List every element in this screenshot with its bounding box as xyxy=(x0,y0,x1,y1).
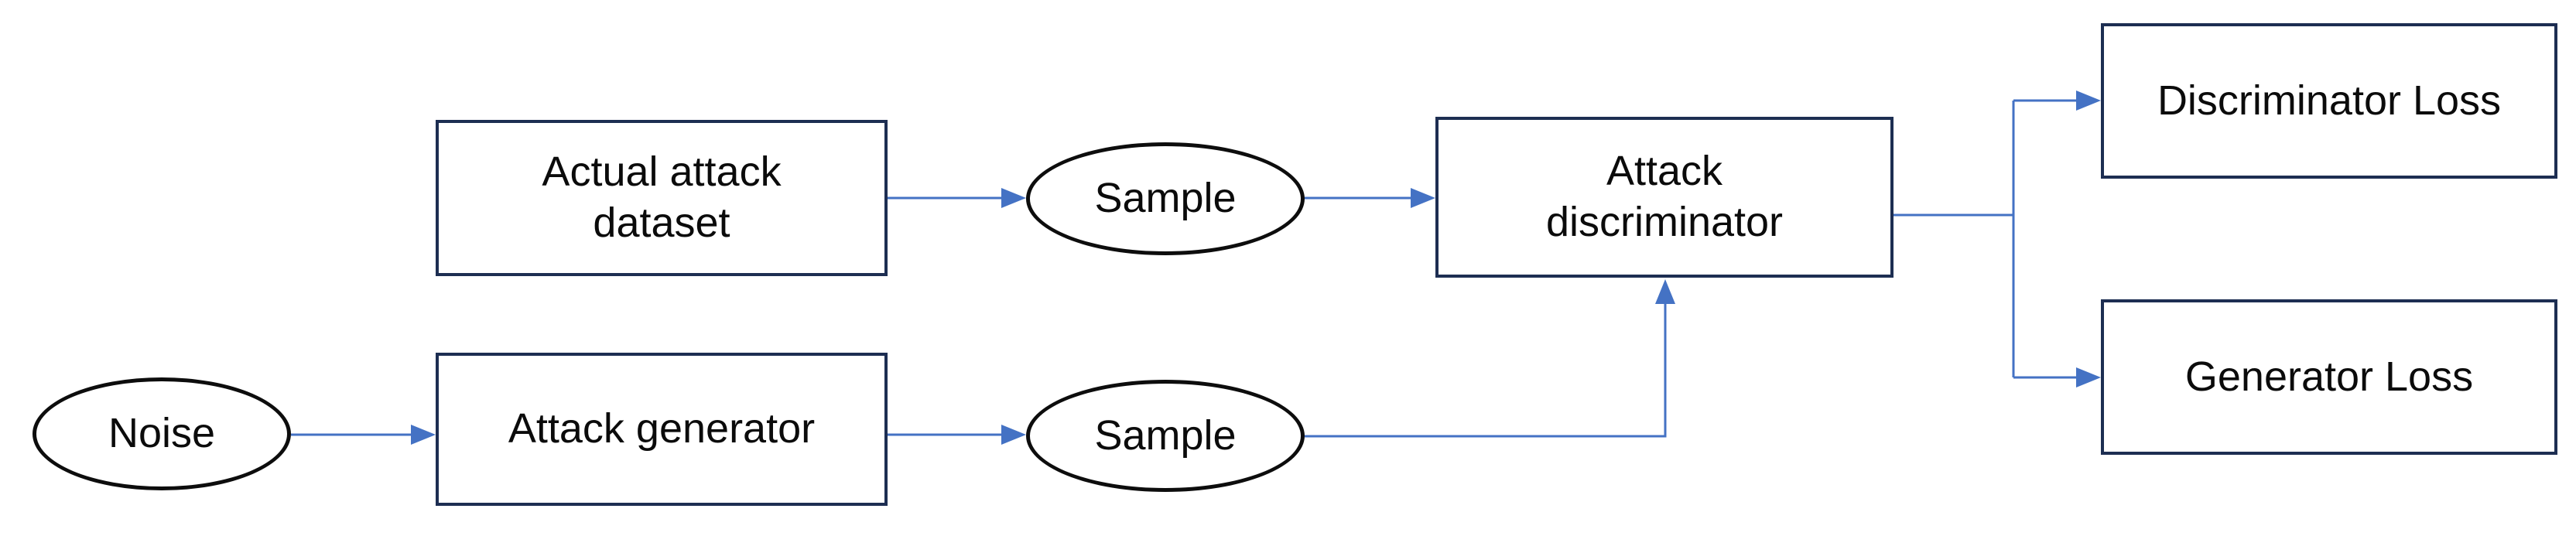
node-generator-loss: Generator Loss xyxy=(2101,299,2557,455)
node-attack-discriminator: Attack discriminator xyxy=(1435,117,1894,278)
node-actual-attack-dataset: Actual attack dataset xyxy=(436,120,888,276)
attack-discriminator-label: Attack discriminator xyxy=(1545,148,1784,245)
arrowhead-noise-to-generator xyxy=(411,425,436,445)
arrowhead-sample-to-discriminator xyxy=(1411,188,1435,208)
generator-loss-label: Generator Loss xyxy=(2184,353,2474,400)
node-sample-real: Sample xyxy=(1026,142,1305,255)
noise-label: Noise xyxy=(108,410,216,457)
arrowhead-to-discriminator-loss xyxy=(2076,90,2101,111)
node-discriminator-loss: Discriminator Loss xyxy=(2101,23,2557,179)
actual-attack-dataset-label: Actual attack dataset xyxy=(542,149,782,246)
sample-generated-label: Sample xyxy=(1094,411,1237,459)
arrowhead-to-generator-loss xyxy=(2076,367,2101,387)
connector-sample-to-discriminator-bottom xyxy=(1305,303,1667,438)
arrowhead-sample-to-discriminator-bottom xyxy=(1655,279,1675,304)
node-sample-generated: Sample xyxy=(1026,380,1305,492)
attack-generator-label: Attack generator xyxy=(508,405,816,452)
node-attack-generator: Attack generator xyxy=(436,353,888,506)
arrowhead-dataset-to-sample xyxy=(1001,188,1026,208)
arrowhead-generator-to-sample xyxy=(1001,425,1026,445)
node-noise: Noise xyxy=(32,377,291,490)
sample-real-label: Sample xyxy=(1094,175,1237,222)
discriminator-loss-label: Discriminator Loss xyxy=(2157,77,2502,124)
